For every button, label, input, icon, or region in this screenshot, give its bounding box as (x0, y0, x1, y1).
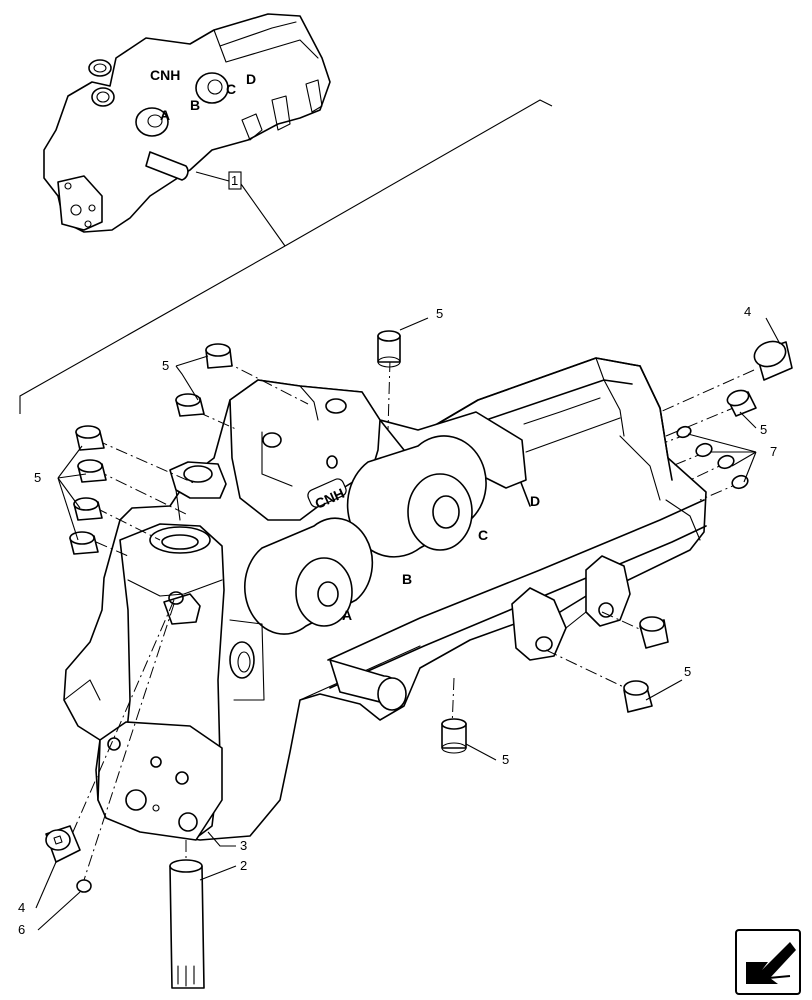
bushing-5-a (205, 343, 233, 369)
bushing-5-g (726, 389, 757, 417)
port-b-mark: B (402, 571, 412, 587)
callout-5-left-column: 5 (34, 470, 41, 485)
loose-parts (45, 330, 793, 989)
ball-6 (76, 879, 92, 893)
callout-2-sleeve: 2 (240, 858, 247, 873)
reference-callout-1: 1 (19, 99, 553, 414)
callout-3-body: 3 (240, 838, 247, 853)
seal-7-d (731, 474, 749, 490)
thumb-port-b-mark: B (190, 97, 200, 113)
callout-5-right: 5 (760, 422, 767, 437)
bushing-5-b (175, 393, 205, 417)
port-d-mark: D (530, 493, 540, 509)
thumb-port-c-mark: C (226, 81, 236, 97)
port-c-mark: C (478, 527, 488, 543)
sleeve-2 (169, 859, 205, 989)
reference-assembly-thumbnail: A B C D CNH (43, 13, 331, 233)
callout-labels: 5 4 5 5 5 7 5 5 3 2 4 6 (18, 304, 777, 937)
callout-7-seals: 7 (770, 444, 777, 459)
dowel-pin-5-bottom (441, 718, 467, 754)
port-a-mark: A (342, 607, 352, 623)
thumb-port-a-mark: A (160, 107, 170, 123)
valve-body-assembly: CNH A B C D (63, 357, 707, 841)
plug-4-bottom (45, 825, 81, 863)
thumb-port-d-mark: D (246, 71, 256, 87)
callout-5-bottom-pin: 5 (502, 752, 509, 767)
arrow-corner-icon[interactable] (735, 929, 801, 995)
callout-leaders (35, 317, 781, 931)
plug-4-top (753, 340, 793, 381)
bushing-5-h (639, 616, 669, 649)
callout-4-top-right: 4 (744, 304, 751, 319)
bushing-5-f (69, 531, 99, 555)
callout-4-bottom-left: 4 (18, 900, 25, 915)
seal-7-c (717, 454, 735, 470)
seal-7-b (695, 442, 713, 458)
bushing-5-e (73, 497, 103, 521)
callout-5-lower-right: 5 (684, 664, 691, 679)
bushing-5-i (623, 680, 653, 713)
bushing-5-d (77, 459, 107, 483)
callout-6-ball: 6 (18, 922, 25, 937)
callout-5-left-top: 5 (162, 358, 169, 373)
callout-5-top-pin: 5 (436, 306, 443, 321)
dowel-pin-5-top (377, 330, 401, 368)
thumb-logo-mark: CNH (150, 67, 180, 83)
seal-7-a (676, 425, 692, 439)
bushing-5-c (75, 425, 105, 451)
callout-1-label: 1 (231, 173, 238, 188)
